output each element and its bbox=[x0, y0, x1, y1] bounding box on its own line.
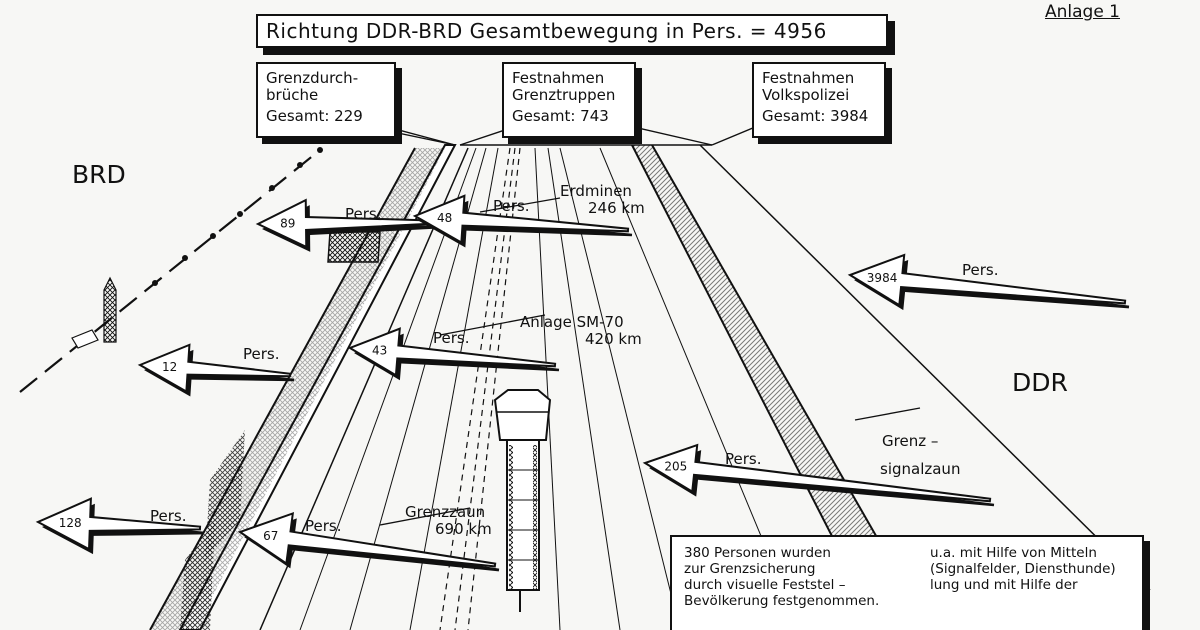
summary-box-volkspolizei: Festnahmen Volkspolizei Gesamt: 3984 bbox=[752, 62, 886, 138]
flow-arrow bbox=[347, 327, 557, 377]
summary-box-grenzdurchbrueche: Grenzdurch- brüche Gesamt: 229 bbox=[256, 62, 396, 138]
arrow-shadow bbox=[649, 450, 995, 507]
flow-arrow bbox=[412, 194, 630, 245]
barrier-grenzzaun-length: 690 km bbox=[435, 520, 492, 538]
note-box: 380 Personen wurden zur Grenzsicherung d… bbox=[670, 535, 1144, 630]
border-fence bbox=[149, 144, 457, 630]
annex-label: Anlage 1 bbox=[1044, 2, 1120, 22]
boundary-line bbox=[19, 149, 321, 393]
barrier-grenzzaun: Grenzzaun bbox=[405, 503, 486, 521]
note-line: zur Grenzsicherung bbox=[684, 561, 816, 577]
arrow-unit-label: Pers. bbox=[243, 345, 280, 363]
barrier-sm70: Anlage SM-70 bbox=[520, 313, 624, 331]
summary-line: Grenzdurch- bbox=[266, 69, 359, 87]
summary-line: brüche bbox=[266, 86, 319, 104]
note-line: Bevölkerung festgenommen. bbox=[684, 593, 880, 609]
barrier-signalzaun-line2: signalzaun bbox=[880, 460, 961, 478]
arrow-value: 3984 bbox=[867, 271, 898, 285]
arrow-value: 205 bbox=[664, 459, 687, 473]
arrow-unit-label: Pers. bbox=[305, 517, 342, 535]
barrier-signalzaun: Grenz – bbox=[882, 432, 939, 450]
summary-line: Grenztruppen bbox=[512, 86, 616, 104]
barrier-name: Erdminen bbox=[560, 182, 632, 200]
note-line: lung und mit Hilfe der bbox=[930, 577, 1078, 593]
arrow-unit-label: Pers. bbox=[493, 197, 530, 215]
note-line: u.a. mit Hilfe von Mitteln bbox=[930, 545, 1097, 561]
watchtower bbox=[493, 389, 552, 612]
arrow-unit-label: Pers. bbox=[962, 261, 999, 279]
arrow-value: 43 bbox=[372, 343, 387, 357]
region-brd: BRD bbox=[72, 160, 126, 189]
barrier-leaders bbox=[379, 197, 921, 526]
region-ddr: DDR bbox=[1012, 368, 1068, 397]
flow-arrow bbox=[35, 497, 202, 551]
arrow-value: 89 bbox=[280, 217, 295, 231]
arrow-value: 67 bbox=[263, 529, 278, 543]
flow-arrow bbox=[642, 443, 992, 503]
arrow-unit-label: Pers. bbox=[433, 329, 470, 347]
arrow-value: 12 bbox=[162, 360, 177, 374]
note-line: (Signalfelder, Diensthunde) bbox=[930, 561, 1116, 577]
summary-line: Festnahmen bbox=[512, 69, 605, 87]
arrow-value: 48 bbox=[437, 211, 452, 225]
summary-total: Gesamt: 229 bbox=[266, 107, 363, 125]
arrow-value: 128 bbox=[59, 516, 82, 530]
barrier-erdminen-length: 246 km bbox=[588, 199, 645, 217]
flow-arrow bbox=[237, 511, 497, 568]
flow-arrow bbox=[137, 343, 292, 394]
note-line: durch visuelle Feststel – bbox=[684, 577, 846, 593]
boundary-post bbox=[71, 276, 117, 349]
boundary-markers bbox=[152, 147, 323, 286]
arrow-unit-label: Pers. bbox=[345, 205, 382, 223]
flow-arrow bbox=[847, 253, 1127, 307]
flow-arrows: 89 48 3984 12 43 205 128 67 bbox=[35, 194, 1130, 572]
barrier-erdminen: Erdminen bbox=[560, 183, 632, 200]
barrier-sm70-length: 420 km bbox=[585, 330, 642, 348]
page-title: Richtung DDR-BRD Gesamtbewegung in Pers.… bbox=[256, 14, 888, 48]
summary-line: Volkspolizei bbox=[762, 86, 850, 104]
note-line: 380 Personen wurden bbox=[684, 545, 831, 561]
summary-line: Festnahmen bbox=[762, 69, 855, 87]
summary-total: Gesamt: 3984 bbox=[762, 107, 869, 125]
note-right: u.a. mit Hilfe von Mitteln (Signalfelder… bbox=[930, 545, 1116, 593]
note-left: 380 Personen wurden zur Grenzsicherung d… bbox=[684, 545, 879, 609]
summary-total: Gesamt: 743 bbox=[512, 107, 609, 125]
arrow-unit-label: Pers. bbox=[725, 450, 762, 468]
summary-box-grenztruppen: Festnahmen Grenztruppen Gesamt: 743 bbox=[502, 62, 636, 138]
arrow-unit-label: Pers. bbox=[150, 507, 187, 525]
